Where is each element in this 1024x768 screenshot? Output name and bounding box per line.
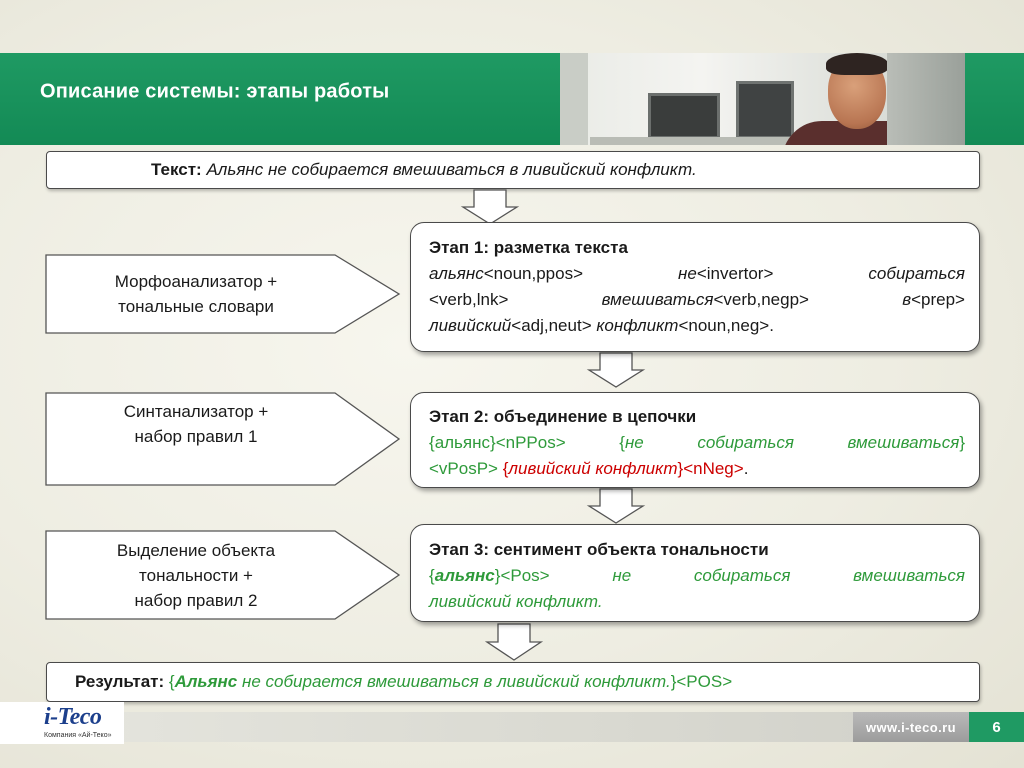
input-text-box: Текст: Альянс не собирается вмешиваться … [46, 151, 980, 189]
input-text-label: Текст: [151, 160, 202, 179]
stage-1-box: Этап 1: разметка текста альянс<noun,ppos… [410, 222, 980, 352]
tag-token: <noun,ppos> [483, 264, 583, 283]
stage-2-box: Этап 2: объединение в цепочки {альянс}<n… [410, 392, 980, 488]
slide-title: Описание системы: этапы работы [40, 80, 390, 103]
tool-line: набор правил 1 [134, 427, 258, 446]
word-token: конфликт [596, 316, 679, 335]
result-object: Альянс [174, 672, 238, 691]
chain-verb: не собираться вмешиваться [624, 433, 960, 452]
tool-arrow-shape [45, 530, 401, 620]
word-token: альянс [429, 264, 484, 283]
result-box: Результат: {Альянс не собирается вмешива… [46, 662, 980, 702]
stage-2-title: Этап 2: объединение в цепочки [429, 407, 697, 426]
tool-line: Синтанализатор + [123, 402, 269, 421]
page-number: 6 [969, 712, 1024, 742]
chain-noun: альянс [434, 433, 491, 452]
sentiment-object: альянс [434, 566, 495, 585]
stage-3-box: Этап 3: сентимент объекта тональности {а… [410, 524, 980, 622]
tag-token: <invertor> [696, 264, 774, 283]
stage-1-line: ливийский<adj,neut> конфликт<noun,neg>. [429, 313, 965, 339]
tool-line: Морфоанализатор + [114, 272, 278, 291]
chain-object: ливийский конфликт [508, 459, 678, 478]
tag-token: <adj,neut> [511, 316, 592, 335]
tag-token: <verb,lnk> [429, 290, 509, 309]
company-logo [0, 702, 124, 744]
tool-line: тональности + [139, 565, 253, 585]
down-arrow-icon [460, 189, 520, 225]
down-arrow-icon [586, 352, 646, 388]
result-label: Результат: [75, 672, 165, 691]
tag-token: <verb,negp> [713, 290, 809, 309]
chain-tag: <nPPos> [495, 433, 566, 452]
down-arrow-icon [586, 488, 646, 524]
website-link[interactable]: www.i-teco.ru [853, 712, 969, 742]
down-arrow-icon [484, 623, 544, 661]
tool-line: набор правил 2 [134, 590, 258, 610]
stage-2-line: {альянс}<nPPos> {не собираться вмешивать… [429, 433, 965, 452]
sentiment-tag: <Pos> [500, 566, 550, 585]
tool-arrow-shape [45, 392, 401, 486]
word-token: вмешиваться [601, 290, 714, 309]
stage-1-line: <verb,lnk> вмешиваться<verb,negp> в<prep… [429, 287, 965, 313]
result-text: не собирается вмешиваться в ливийский ко… [242, 672, 671, 691]
tool-syntax-analyzer: Синтанализатор + набор правил 1 [46, 392, 346, 456]
word-token: собираться [868, 264, 965, 283]
company-logo-mark: i-Teco [44, 704, 102, 730]
tool-morph-analyzer: Морфоанализатор + тональные словари [46, 254, 346, 334]
result-tag: <POS> [676, 672, 733, 691]
stage-2-line: <vPosP> {ливийский конфликт}<nNeg>. [429, 459, 749, 478]
company-logo-subtitle: Компания «Ай-Теко» [44, 732, 112, 739]
tag-token: <noun,neg>. [678, 316, 774, 335]
word-token: в [902, 290, 912, 309]
stage-3-title: Этап 3: сентимент объекта тональности [429, 540, 769, 559]
header-photo [560, 53, 965, 145]
stage-3-line: ливийский конфликт. [429, 592, 603, 611]
stage-3-line: {альянс}<Pos> не собираться вмешиваться [429, 566, 965, 585]
input-text-value: Альянс не собирается вмешиваться в ливий… [206, 160, 697, 179]
tool-object-extraction: Выделение объекта тональности + набор пр… [46, 530, 346, 620]
chain-tag: <nNeg> [683, 459, 744, 478]
tool-line: Выделение объекта [116, 540, 276, 560]
stage-1-line: альянс<noun,ppos> не<invertor> собиратьс… [429, 261, 965, 287]
tool-arrow-shape [45, 254, 401, 334]
chain-tag: <vPosP> [429, 459, 498, 478]
word-token: ливийский [429, 316, 512, 335]
stage-1-title: Этап 1: разметка текста [429, 238, 628, 257]
word-token: не [678, 264, 697, 283]
tag-token: <prep> [911, 290, 965, 309]
tool-line: тональные словари [118, 297, 274, 316]
